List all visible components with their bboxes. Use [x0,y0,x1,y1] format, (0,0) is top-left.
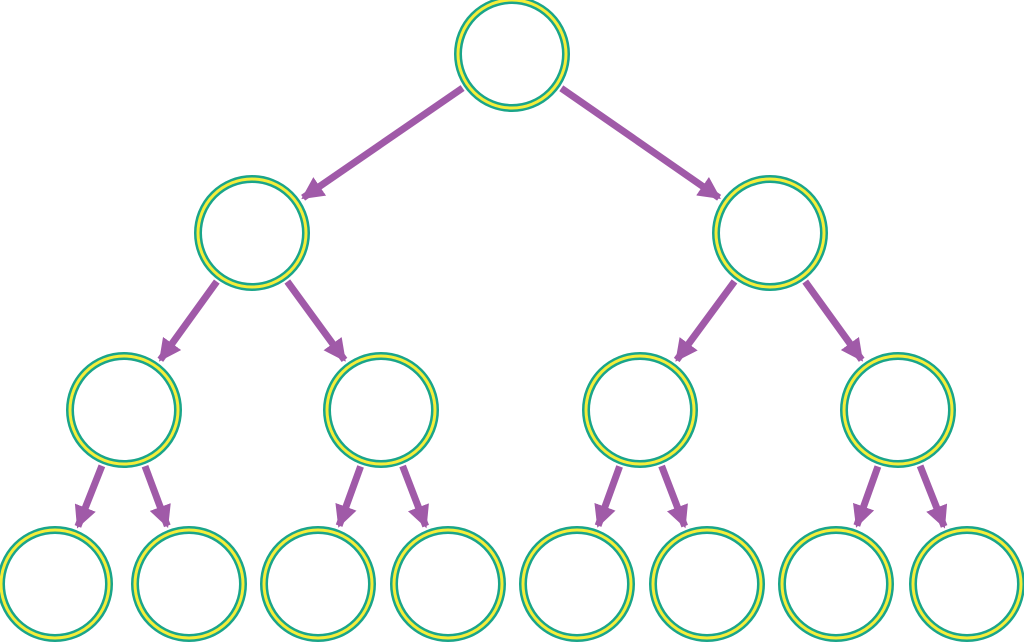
node-inner-ring [584,354,696,466]
tree-node-n11 [390,526,506,642]
edge-arrow-n4-n9 [141,464,171,528]
tree-node-n10 [260,526,376,642]
node-inner-ring [262,528,374,640]
edge-arrow-n3-n7 [802,279,865,362]
node-inner-ring [714,177,826,289]
tree-node-n12 [519,526,635,642]
tree-node-n13 [649,526,765,642]
tree-node-n9 [131,526,247,642]
edge-arrow-n5-n10 [335,465,364,528]
tree-node-n7 [840,352,956,468]
node-inner-ring [456,0,568,110]
edge-arrow-n3-n6 [673,279,738,363]
tree-node-n4 [66,352,182,468]
edge-arrow-n7-n15 [916,464,948,529]
edges-layer [74,85,948,529]
edge-arrow-n5-n11 [399,464,429,529]
node-inner-ring [911,528,1023,640]
node-inner-ring [325,354,437,466]
node-inner-ring [68,354,180,466]
edge-arrow-n6-n12 [594,465,623,528]
node-inner-ring [651,528,763,640]
tree-node-n3 [712,175,828,291]
node-inner-ring [0,528,111,640]
tree-node-n15 [909,526,1024,642]
node-inner-ring [521,528,633,640]
tree-node-n5 [323,352,439,468]
node-inner-ring [196,177,308,289]
tree-node-n8 [0,526,113,642]
node-inner-ring [392,528,504,640]
tree-node-n2 [194,175,310,291]
edge-arrow-n1-n3 [559,85,722,201]
tree-node-n1 [454,0,570,112]
tree-node-n14 [778,526,894,642]
edge-arrow-n4-n8 [74,464,106,529]
edge-arrow-n7-n14 [853,465,882,528]
edge-arrow-n6-n13 [658,464,688,529]
node-inner-ring [133,528,245,640]
edge-arrow-n2-n5 [284,279,348,362]
tree-node-n6 [582,352,698,468]
node-inner-ring [780,528,892,640]
node-inner-ring [842,354,954,466]
edge-arrow-n2-n4 [157,279,220,362]
edge-arrow-n1-n2 [301,85,465,201]
